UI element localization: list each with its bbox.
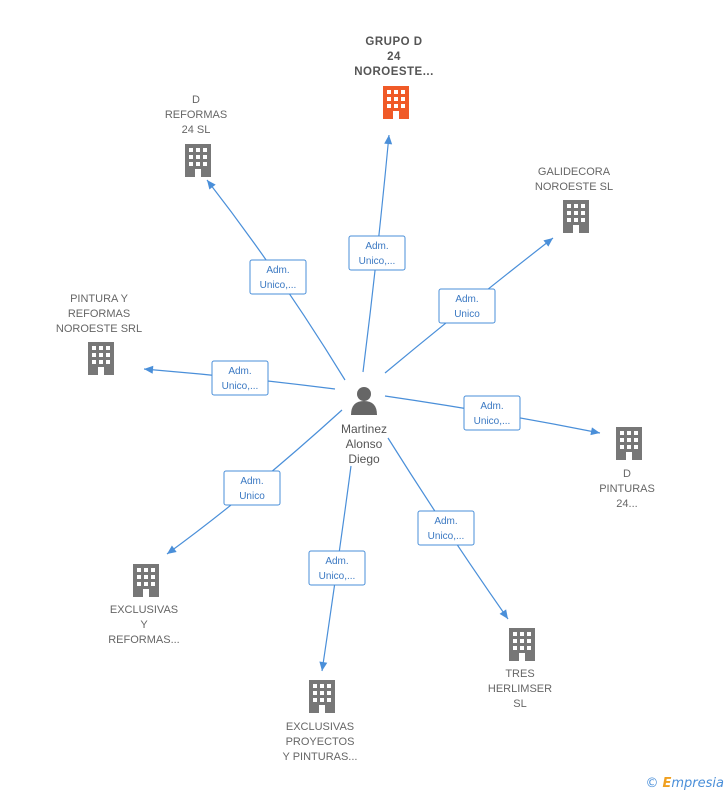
edge-arrow-exclusivas-reformas [167,545,177,554]
company-name-tres-herlimser[interactable]: TRES [505,668,534,680]
building-icon[interactable] [185,144,211,177]
company-name-tres-herlimser[interactable]: SL [513,698,526,710]
role-label-d-reformas: Unico,... [260,280,297,291]
role-label-exclusivas-reformas: Unico [239,491,265,502]
role-label-tres-herlimser: Unico,... [428,531,465,542]
person-name[interactable]: Alonso [346,437,383,451]
copyright-symbol: © [645,776,659,791]
role-box-d-reformas[interactable] [249,259,307,295]
role-label-galidecora: Unico [454,309,480,320]
building-icon[interactable] [616,427,642,460]
company-name-pintura-reformas[interactable]: NOROESTE SRL [56,323,142,335]
role-label-pintura-reformas: Adm. [228,366,251,377]
company-name-grupo-d24[interactable]: GRUPO D [365,36,422,48]
role-box-galidecora[interactable] [438,288,496,324]
role-label-d-pinturas: Unico,... [474,416,511,427]
edge-arrow-grupo-d24 [384,135,393,145]
company-name-d-pinturas[interactable]: 24... [616,498,637,510]
company-name-exclusivas-proyectos[interactable]: PROYECTOS [286,736,355,748]
role-label-exclusivas-reformas: Adm. [240,476,263,487]
edge-arrow-pintura-reformas [144,365,154,374]
company-name-exclusivas-reformas[interactable]: EXCLUSIVAS [110,604,178,616]
role-box-d-pinturas[interactable] [463,395,521,431]
role-label-d-pinturas: Adm. [480,401,503,412]
edge-arrow-d-reformas [207,180,216,190]
building-icon[interactable] [563,200,589,233]
company-name-galidecora[interactable]: NOROESTE SL [535,181,613,193]
role-box-grupo-d24[interactable] [348,235,406,271]
role-box-pintura-reformas[interactable] [211,360,269,396]
building-icon[interactable] [133,564,159,597]
company-name-exclusivas-proyectos[interactable]: EXCLUSIVAS [286,721,354,733]
building-icon-main[interactable] [383,86,409,119]
role-label-grupo-d24: Unico,... [359,256,396,267]
company-name-grupo-d24[interactable]: NOROESTE... [354,66,434,78]
role-box-tres-herlimser[interactable] [417,510,475,546]
edge-arrow-tres-herlimser [499,609,508,619]
role-label-pintura-reformas: Unico,... [222,381,259,392]
company-name-exclusivas-reformas[interactable]: Y [140,619,148,631]
role-label-exclusivas-proyectos: Adm. [325,556,348,567]
company-name-d-reformas[interactable]: REFORMAS [165,109,227,121]
company-name-d-pinturas[interactable]: D [623,468,631,480]
role-label-grupo-d24: Adm. [365,241,388,252]
company-name-pintura-reformas[interactable]: PINTURA Y [70,293,129,305]
company-name-tres-herlimser[interactable]: HERLIMSER [488,683,552,695]
company-name-d-reformas[interactable]: 24 SL [182,124,211,136]
company-name-d-pinturas[interactable]: PINTURAS [599,483,655,495]
company-name-pintura-reformas[interactable]: REFORMAS [68,308,130,320]
building-icon[interactable] [309,680,335,713]
role-box-exclusivas-proyectos[interactable] [308,550,366,586]
role-box-exclusivas-reformas[interactable] [223,470,281,506]
role-label-exclusivas-proyectos: Unico,... [319,571,356,582]
company-name-galidecora[interactable]: GALIDECORA [538,166,611,178]
role-label-tres-herlimser: Adm. [434,516,457,527]
company-name-exclusivas-proyectos[interactable]: Y PINTURAS... [283,751,358,763]
company-name-grupo-d24[interactable]: 24 [387,51,401,63]
building-icon[interactable] [509,628,535,661]
brand-initial: E [662,776,672,791]
edge-arrow-galidecora [543,238,553,247]
footer-brand: ©Empresia [646,776,725,791]
person-name[interactable]: Diego [348,452,380,466]
person-name[interactable]: Martinez [341,422,387,436]
role-label-d-reformas: Adm. [266,265,289,276]
brand-name: mpresia [671,776,724,791]
role-label-galidecora: Adm. [455,294,478,305]
company-name-exclusivas-reformas[interactable]: REFORMAS... [108,634,180,646]
edge-arrow-d-pinturas [590,427,600,436]
edge-arrow-exclusivas-proyectos [319,661,328,671]
building-icon[interactable] [88,342,114,375]
company-name-d-reformas[interactable]: D [192,94,200,106]
person-icon[interactable] [351,387,377,415]
